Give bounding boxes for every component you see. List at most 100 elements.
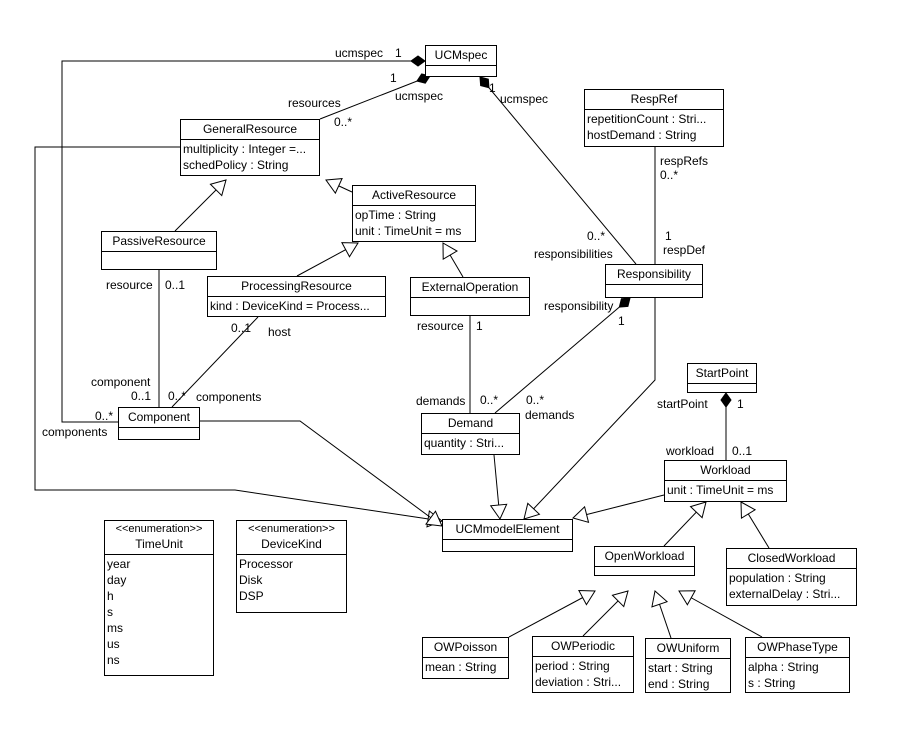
- attribute-compartment: [688, 384, 756, 386]
- generalization-arrowhead: [425, 510, 443, 527]
- class-component[interactable]: Component: [118, 407, 200, 440]
- composition-diamond: [720, 392, 732, 408]
- class-name: OWPoisson: [433, 640, 498, 654]
- class-name: ExternalOperation: [421, 280, 519, 294]
- stereotype-label: <<enumeration>>: [115, 523, 203, 535]
- class-attribute: s: [107, 605, 113, 619]
- attribute-compartment: quantity : Stri...: [422, 434, 519, 452]
- class-name-compartment: UCMmodelElement: [443, 520, 572, 540]
- class-attribute: unit : TimeUnit = ms: [667, 483, 774, 497]
- association-end-label: ucmspec: [395, 89, 443, 103]
- generalization-arrowhead: [578, 590, 596, 606]
- class-external-operation[interactable]: ExternalOperation: [410, 277, 530, 316]
- class-name: RespRef: [630, 92, 678, 106]
- class-passive-resource[interactable]: PassiveResource: [101, 231, 217, 270]
- class-name-compartment: ProcessingResource: [208, 277, 385, 297]
- association-end-label: resource: [417, 319, 464, 333]
- attribute-compartment: [595, 567, 694, 569]
- class-name-compartment: ExternalOperation: [411, 278, 529, 298]
- class-attribute: Disk: [239, 573, 263, 587]
- attribute-compartment: [411, 298, 529, 300]
- class-name-compartment: OpenWorkload: [595, 547, 694, 567]
- association-end-label: resources: [288, 96, 341, 110]
- class-name: TimeUnit: [135, 537, 183, 551]
- association-end-label: 0..*: [526, 393, 544, 407]
- association-end-label: 0..*: [660, 168, 678, 182]
- class-name-compartment: OWUniform: [646, 639, 730, 659]
- association-end-label: 0..1: [131, 389, 151, 403]
- association-end-label: host: [268, 325, 291, 339]
- class-attribute: ns: [107, 653, 120, 667]
- association-end-label: 1: [618, 314, 625, 328]
- generalization-arrowhead: [572, 505, 590, 524]
- association-end-label: responsibility: [544, 299, 613, 313]
- generalization-arrowhead: [489, 503, 508, 521]
- class-attribute: h: [107, 589, 114, 603]
- association-end-label: resource: [106, 278, 153, 292]
- generalization-arrowhead: [689, 501, 707, 519]
- class-attribute: multiplicity : Integer =...: [183, 142, 307, 156]
- association-end-label: 0..*: [587, 229, 605, 243]
- class-attribute: deviation : Stri...: [535, 675, 622, 689]
- association-end-label: 0..1: [732, 444, 752, 458]
- generalization-arrowhead: [209, 179, 227, 197]
- generalization-generalresource-to-element: [34, 146, 443, 522]
- generalization-owpoisson: [508, 590, 596, 638]
- class-name-compartment: <<enumeration>> TimeUnit: [105, 521, 213, 555]
- class-name-compartment: UCMspec: [426, 46, 496, 66]
- class-ucm-model-element[interactable]: UCMmodelElement: [442, 519, 573, 552]
- class-attribute: s : String: [748, 676, 796, 690]
- class-name-compartment: OWPoisson: [423, 638, 508, 658]
- class-responsibility[interactable]: Responsibility: [605, 264, 703, 298]
- class-name-compartment: RespRef: [585, 90, 723, 110]
- composition-diamond: [410, 55, 426, 67]
- association-ucmspec-generalresource: [319, 75, 431, 120]
- association-end-label: 0..1: [231, 321, 251, 335]
- generalization-arrowhead: [740, 501, 757, 519]
- class-name: ProcessingResource: [241, 279, 352, 293]
- class-name-compartment: PassiveResource: [102, 232, 216, 252]
- attribute-compartment: [426, 66, 496, 68]
- association-end-label: 0..1: [165, 278, 185, 292]
- attribute-compartment: unit : TimeUnit = ms: [665, 481, 786, 499]
- generalization-arrowhead: [523, 502, 541, 520]
- class-name: Component: [127, 410, 191, 424]
- class-name: GeneralResource: [202, 122, 298, 136]
- association-end-label: ucmspec: [500, 92, 548, 106]
- composition-diamond: [479, 76, 490, 89]
- association-responsibility-demand: [494, 297, 631, 414]
- class-attribute: externalDelay : Stri...: [729, 587, 841, 601]
- attribute-compartment: [443, 540, 572, 542]
- class-name-compartment: Component: [119, 408, 199, 428]
- class-ucmspec[interactable]: UCMspec: [425, 45, 497, 77]
- association-end-label: 1: [395, 46, 402, 60]
- association-end-label: respRefs: [660, 154, 708, 168]
- class-open-workload[interactable]: OpenWorkload: [594, 546, 695, 576]
- generalization-arrowhead: [611, 590, 629, 608]
- attribute-compartment: multiplicity : Integer =...schedPolicy :…: [181, 140, 319, 174]
- generalization-workload-to-element: [572, 494, 665, 519]
- class-start-point[interactable]: StartPoint: [687, 363, 757, 393]
- association-end-label: ucmspec: [335, 46, 383, 60]
- association-ucmspec-component: [61, 60, 425, 423]
- generalization-arrowhead: [341, 242, 359, 258]
- association-end-label: respDef: [663, 243, 706, 257]
- class-name: UCMspec: [434, 48, 488, 62]
- class-name-compartment: GeneralResource: [181, 120, 319, 140]
- class-general-resource[interactable]: GeneralResource multiplicity : Integer =.…: [180, 119, 320, 176]
- association-end-label: 1: [390, 71, 397, 85]
- association-end-label: 1: [476, 319, 483, 333]
